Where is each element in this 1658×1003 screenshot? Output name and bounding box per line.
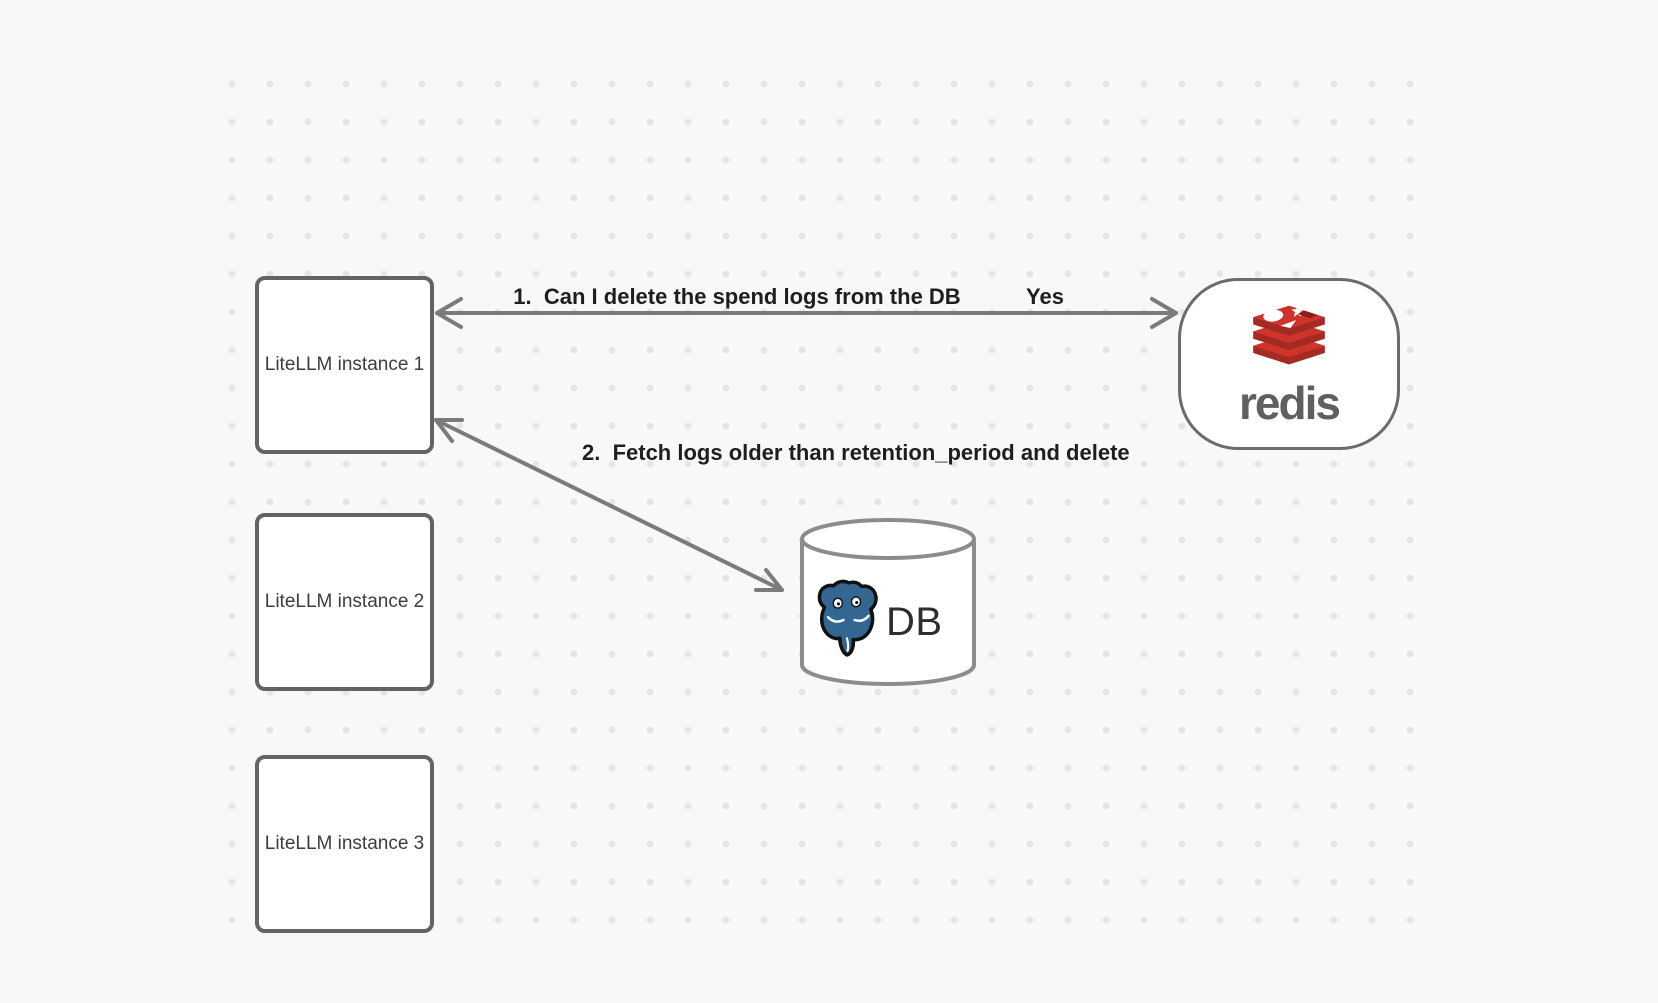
node-label: LiteLLM instance 3 bbox=[264, 833, 425, 854]
redis-wordmark: redis bbox=[1239, 377, 1341, 429]
edge-2-label: 2. Fetch logs older than retention_perio… bbox=[582, 440, 1130, 465]
node-litellm-instance-1: LiteLLM instance 1 bbox=[255, 276, 434, 454]
db-label: DB bbox=[886, 600, 943, 644]
redis-stack-icon bbox=[1253, 305, 1325, 365]
node-label: LiteLLM instance 1 bbox=[264, 354, 425, 375]
node-litellm-instance-3: LiteLLM instance 3 bbox=[255, 755, 434, 933]
edge-1-response-label: Yes bbox=[1026, 284, 1064, 309]
edge-1-label: 1. Can I delete the spend logs from the … bbox=[513, 284, 961, 309]
node-redis: redis bbox=[1178, 278, 1400, 450]
node-db: DB bbox=[798, 516, 978, 690]
node-litellm-instance-2: LiteLLM instance 2 bbox=[255, 513, 434, 691]
node-label: LiteLLM instance 2 bbox=[264, 591, 425, 612]
postgresql-elephant-icon bbox=[817, 579, 878, 657]
